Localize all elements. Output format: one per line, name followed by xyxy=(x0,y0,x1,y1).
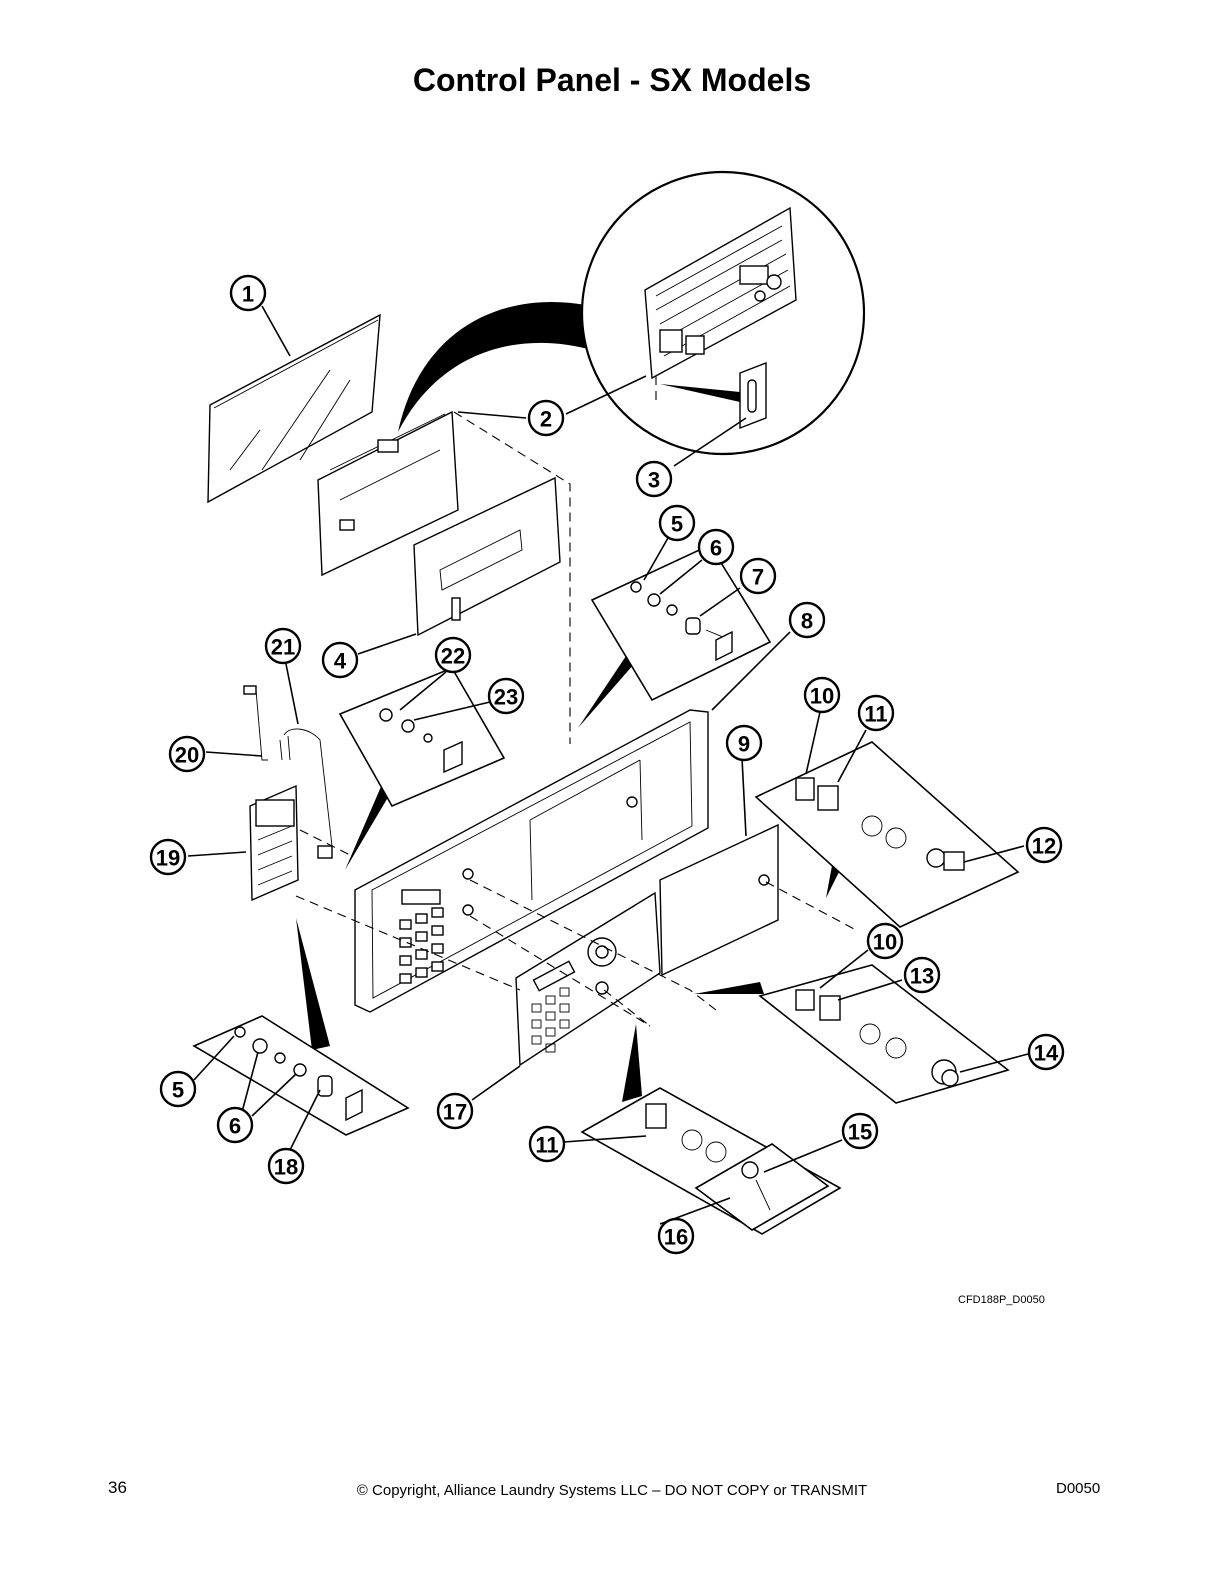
cover-panel xyxy=(207,313,381,504)
callout-11: 11 xyxy=(857,694,895,732)
callout-22: 22 xyxy=(434,636,472,674)
callout-12: 12 xyxy=(1025,826,1063,864)
main-panel xyxy=(354,709,709,1013)
page-number: 36 xyxy=(108,1478,127,1497)
svg-text:3: 3 xyxy=(648,468,660,493)
svg-text:20: 20 xyxy=(175,743,199,768)
circuit-board xyxy=(317,410,459,577)
callout-7: 7 xyxy=(739,557,777,595)
callout-23: 23 xyxy=(487,677,525,715)
callout-2: 2 xyxy=(527,399,565,437)
callout-18: 18 xyxy=(267,1147,305,1185)
svg-text:11: 11 xyxy=(535,1133,558,1158)
hardware-box-upper xyxy=(578,543,772,728)
svg-text:6: 6 xyxy=(229,1114,241,1139)
page-title: Control Panel - SX Models xyxy=(412,62,812,98)
svg-text:11: 11 xyxy=(864,702,887,727)
svg-text:5: 5 xyxy=(172,1078,184,1103)
callout-11-lower: 11 xyxy=(528,1125,566,1163)
assembly-lines xyxy=(295,411,857,1027)
callout-4: 4 xyxy=(321,641,359,679)
callout-20: 20 xyxy=(168,735,206,773)
svg-text:14: 14 xyxy=(1034,1041,1059,1066)
svg-text:13: 13 xyxy=(910,964,934,989)
switch-box-upper xyxy=(754,741,1020,928)
detail-bubble xyxy=(398,170,866,456)
callout-5-lower: 5 xyxy=(159,1070,197,1108)
keyswitch-box xyxy=(580,1024,842,1235)
callout-15: 15 xyxy=(841,1112,879,1150)
keypad-grid xyxy=(399,907,444,984)
svg-text:18: 18 xyxy=(274,1155,298,1180)
callout-8: 8 xyxy=(788,601,826,639)
callout-1: 1 xyxy=(229,274,267,312)
leader-lines xyxy=(187,305,1029,1225)
callout-6-lower: 6 xyxy=(216,1106,254,1144)
callout-16: 16 xyxy=(657,1217,695,1255)
hardware-box-22-23 xyxy=(338,666,506,870)
svg-text:4: 4 xyxy=(334,649,347,674)
copyright-notice: © Copyright, Alliance Laundry Systems LL… xyxy=(356,1482,868,1499)
svg-text:16: 16 xyxy=(664,1225,688,1250)
callout-10-lower: 10 xyxy=(866,922,904,960)
hardware-box-lower xyxy=(192,918,410,1136)
svg-text:23: 23 xyxy=(494,685,518,710)
switch-box-lower xyxy=(694,964,1010,1104)
callout-19: 19 xyxy=(149,838,187,876)
callout-9: 9 xyxy=(725,724,763,762)
callout-17: 17 xyxy=(436,1092,474,1130)
svg-text:17: 17 xyxy=(443,1100,467,1125)
bracket-plate xyxy=(413,476,561,637)
callout-13: 13 xyxy=(903,956,941,994)
svg-text:19: 19 xyxy=(156,846,180,871)
figure-code: CFD188P_D0050 xyxy=(958,1294,1045,1306)
callout-6: 6 xyxy=(697,528,735,566)
callout-21: 21 xyxy=(264,627,302,665)
callout-14: 14 xyxy=(1027,1033,1065,1071)
svg-text:15: 15 xyxy=(848,1120,872,1145)
callout-5: 5 xyxy=(658,504,696,542)
svg-text:12: 12 xyxy=(1032,834,1056,859)
svg-text:9: 9 xyxy=(738,732,750,757)
svg-text:10: 10 xyxy=(810,684,834,709)
svg-text:6: 6 xyxy=(710,536,722,561)
svg-text:5: 5 xyxy=(671,512,683,537)
callout-3: 3 xyxy=(635,460,673,498)
svg-text:7: 7 xyxy=(752,565,764,590)
document-code: D0050 xyxy=(1056,1480,1101,1497)
svg-text:2: 2 xyxy=(540,407,552,432)
callout-10: 10 xyxy=(803,676,841,714)
cover-plate xyxy=(659,823,779,977)
svg-text:22: 22 xyxy=(441,644,465,669)
svg-text:8: 8 xyxy=(801,609,813,634)
svg-text:21: 21 xyxy=(271,635,295,660)
svg-text:1: 1 xyxy=(242,282,254,307)
control-board-assembly xyxy=(243,685,333,902)
svg-text:10: 10 xyxy=(873,930,897,955)
